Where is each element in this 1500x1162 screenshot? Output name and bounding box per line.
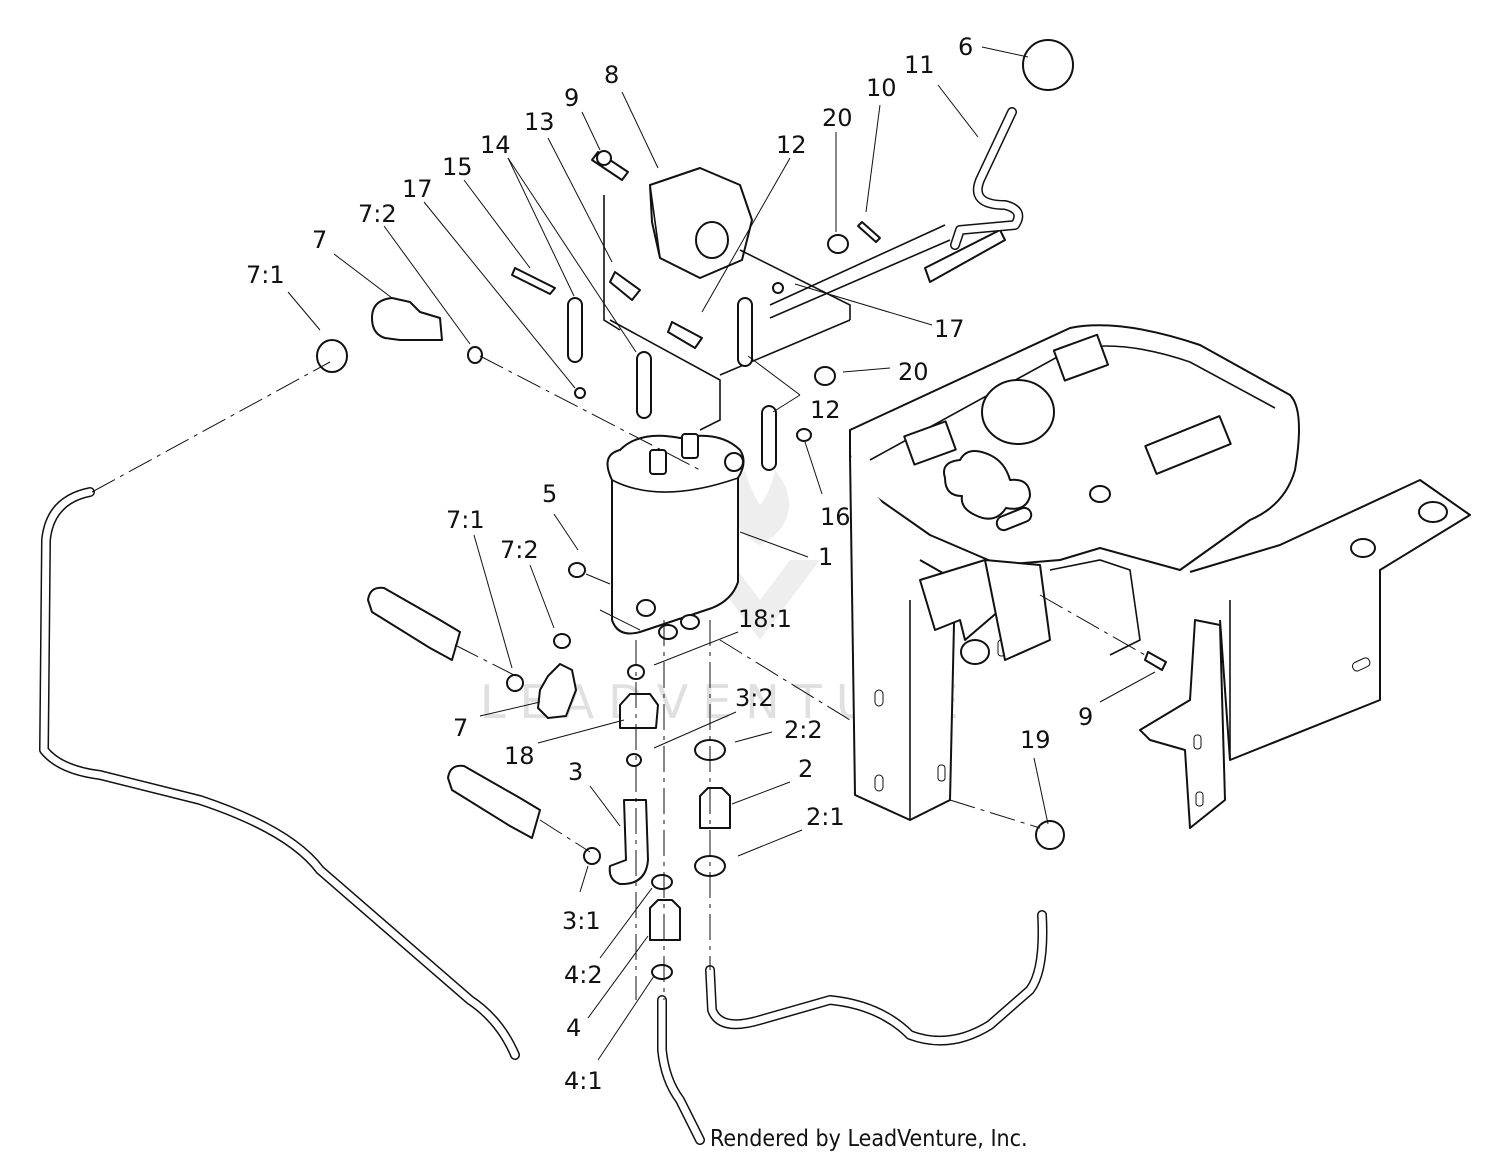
callout-17: 17 <box>402 175 433 203</box>
callout-9: 9 <box>564 84 579 112</box>
callout-8: 8 <box>604 61 619 89</box>
callout-labels: 6 11 8 9 10 20 13 12 14 15 17 7:2 7 7:1 … <box>246 33 1093 1095</box>
callout-3: 3 <box>568 758 583 786</box>
callout-7-b: 7 <box>453 714 468 742</box>
callout-1: 1 <box>818 543 833 571</box>
callout-7-2: 7:2 <box>358 200 397 228</box>
callout-18-1: 18:1 <box>738 605 792 633</box>
center-lines <box>91 355 1146 1000</box>
callout-3-2: 3:2 <box>735 684 774 712</box>
callout-15: 15 <box>442 153 473 181</box>
dash-panel-frame <box>849 324 1471 829</box>
callout-14: 14 <box>480 131 511 159</box>
callout-6: 6 <box>958 33 973 61</box>
callout-20: 20 <box>822 104 853 132</box>
callout-2: 2 <box>798 755 813 783</box>
callout-10: 10 <box>866 74 897 102</box>
hydraulic-tubes <box>39 487 1048 1145</box>
callout-2-2: 2:2 <box>784 716 823 744</box>
lever-assembly <box>511 39 1074 578</box>
callout-7-1: 7:1 <box>246 261 285 289</box>
callout-7-2-b: 7:2 <box>500 536 539 564</box>
leader-lines <box>287 46 1156 1061</box>
knob <box>1022 39 1074 91</box>
callout-12-b: 12 <box>810 396 841 424</box>
callout-20-b: 20 <box>898 358 929 386</box>
callout-4: 4 <box>566 1014 581 1042</box>
callout-19: 19 <box>1020 726 1051 754</box>
fittings <box>316 297 1167 980</box>
callout-11: 11 <box>904 51 935 79</box>
callout-12: 12 <box>776 131 807 159</box>
callout-2-1: 2:1 <box>806 803 845 831</box>
callout-7: 7 <box>312 226 327 254</box>
render-credit: Rendered by LeadVenture, Inc. <box>710 1126 1028 1152</box>
callout-3-1: 3:1 <box>562 907 601 935</box>
callout-4-2: 4:2 <box>564 961 603 989</box>
valve-body <box>606 433 745 640</box>
callout-5: 5 <box>542 480 557 508</box>
callout-16: 16 <box>820 503 851 531</box>
callout-13: 13 <box>524 108 555 136</box>
callout-7-1-b: 7:1 <box>446 506 485 534</box>
callout-9-b: 9 <box>1078 703 1093 731</box>
callout-4-1: 4:1 <box>564 1067 603 1095</box>
callout-18: 18 <box>504 742 535 770</box>
callout-17-b: 17 <box>934 315 965 343</box>
